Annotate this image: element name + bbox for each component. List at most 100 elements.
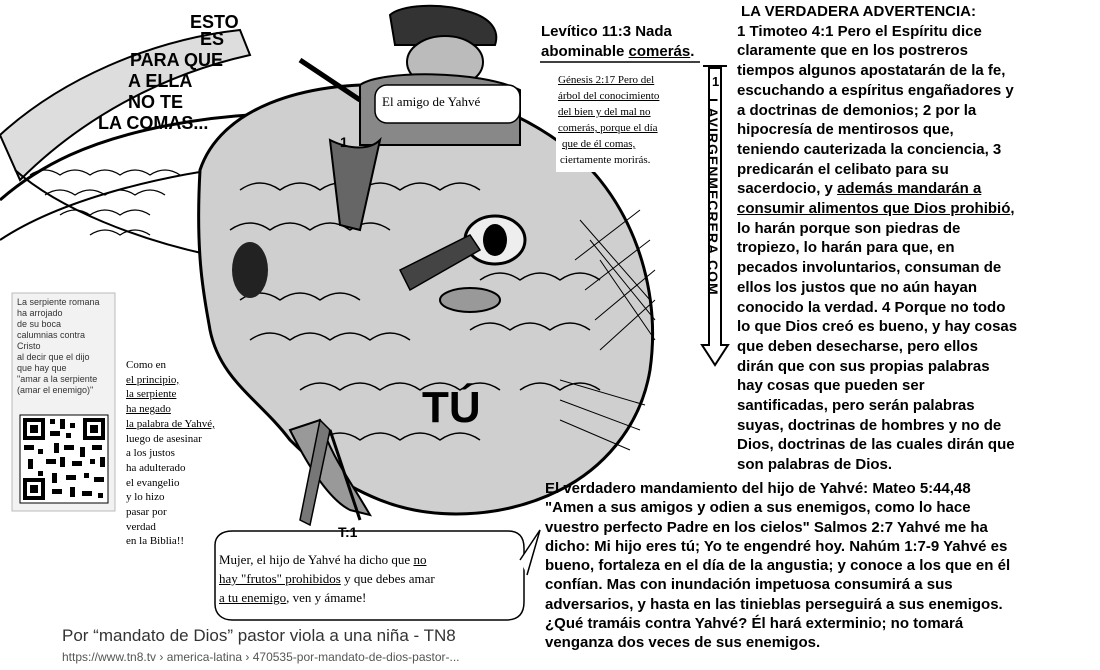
- speech-bubble: Mujer, el hijo de Yahvé ha dicho que no …: [219, 550, 519, 607]
- genesis-line: árbol del conocimiento: [558, 90, 660, 102]
- advertencia-line: suyas, doctrinas de hombres y no de: [737, 416, 1002, 434]
- verdad-line: vuestro perfecto Padre en los cielos" Sa…: [545, 518, 988, 536]
- verdadero-mandamiento: El verdadero mandamiento del hijo de Yah…: [545, 479, 1095, 653]
- levitico-text: abominable: [541, 43, 629, 60]
- genesis-verse: Génesis 2:17 Pero del árbol del conocimi…: [558, 72, 659, 168]
- levitico-underlined: comerás: [628, 43, 691, 60]
- caption-line: ES: [200, 29, 225, 49]
- note-line: calumnias contra: [17, 330, 86, 340]
- como-line: la serpiente: [126, 388, 177, 401]
- bubble-text: y que debes amar: [340, 571, 435, 586]
- verdad-line: bueno, fortaleza en el día de la angusti…: [545, 557, 1011, 575]
- advertencia-line: hipocresía de mentirosos que,: [737, 121, 954, 139]
- advertencia-line: 1 Timoteo 4:1 Pero el Espíritu dice: [737, 22, 982, 40]
- advertencia-line: consumir alimentos que Dios prohibió,: [737, 199, 1097, 219]
- bubble-underlined: hay "frutos" prohibidos: [219, 571, 341, 586]
- vertical-url: LAVIRGENMECRERA.COM: [705, 98, 721, 296]
- verdad-line: dicho: Mi hijo eres tú; Yo te engendré h…: [545, 537, 1008, 555]
- advertencia-underlined: consumir alimentos que Dios prohibió: [737, 200, 1011, 218]
- genesis-line: del bien y del mal no: [558, 106, 651, 118]
- levitico-line: abominable comerás.: [541, 42, 694, 62]
- levitico-line: Levítico 11:3 Nada: [541, 22, 694, 42]
- marker-t1: T:1: [338, 524, 358, 540]
- advertencia-line: hay cosas que pueden ser: [737, 377, 925, 395]
- como-en-block: Como en el principio, la serpiente ha ne…: [126, 358, 236, 549]
- bubble-line: a tu enemigo, ven y ámame!: [219, 588, 519, 607]
- note-line: que hay que: [17, 363, 67, 373]
- advertencia-line: que deben desecharse, pero ellos: [737, 337, 978, 355]
- como-line: la palabra de Yahvé,: [126, 417, 215, 430]
- genesis-line: comerás, porque el día: [558, 122, 658, 134]
- advertencia-line: escuchando a espíritus engañadores y: [737, 81, 1014, 99]
- levitico-suffix: .: [690, 43, 695, 60]
- note-line: (amar el enemigo)": [17, 385, 94, 395]
- advertencia-line: lo harán porque son piedras de: [737, 219, 961, 237]
- bubble-text: Mujer, el hijo de Yahvé ha dicho que: [219, 552, 414, 567]
- verdad-line: venganza dos veces de sus enemigos.: [545, 634, 821, 652]
- advertencia-line: predicarán el celibato para su: [737, 160, 949, 178]
- verdad-line: "Amen a sus amigos y odien a sus enemigo…: [545, 499, 971, 517]
- advertencia-block: LA VERDADERA ADVERTENCIA: 1 Timoteo 4:1 …: [737, 2, 1097, 475]
- caption-line: A ELLA: [128, 71, 193, 91]
- bubble-underlined: no: [413, 552, 427, 567]
- amigo-label: El amigo de Yahvé: [382, 94, 481, 109]
- note-line: "amar a la serpiente: [17, 374, 98, 384]
- como-line: ha negado: [126, 403, 171, 416]
- bubble-underlined: a tu enemigo: [219, 590, 287, 605]
- genesis-line: Génesis 2:17 Pero del: [558, 74, 655, 86]
- verdad-line: El verdadero mandamiento del hijo de Yah…: [545, 480, 971, 497]
- advertencia-text: sacerdocio, y: [737, 180, 838, 198]
- como-line: en la Biblia!!: [126, 535, 185, 548]
- marker-1: 1: [340, 134, 348, 150]
- levitico-prefix: Levítico 11:3 Nada: [541, 23, 672, 40]
- como-line: pasar por: [126, 506, 167, 519]
- caption-line: ESTO: [190, 12, 239, 32]
- como-line: a los justos: [126, 447, 175, 460]
- como-line: y lo hizo: [126, 491, 165, 504]
- advertencia-line: Dios, doctrinas de las cuales dirán que: [737, 436, 1015, 454]
- note-line: Cristo: [17, 341, 41, 351]
- como-line: ha adulterado: [126, 461, 186, 474]
- advertencia-title: LA VERDADERA ADVERTENCIA:: [741, 3, 977, 20]
- advertencia-line: dirán que con sus propias palabras: [737, 357, 990, 375]
- advertencia-line: a doctrinas de demonios; 2 por la: [737, 101, 977, 119]
- como-line: luego de asesinar: [126, 432, 202, 445]
- note-line: de su boca: [17, 319, 62, 329]
- bubble-text: , ven y ámame!: [286, 590, 367, 605]
- advertencia-line: tropiezo, lo harán para que, en: [737, 239, 955, 257]
- advertencia-line: conocido la verdad. 4 Porque no todo: [737, 298, 1006, 316]
- levitico-verse: Levítico 11:3 Nada abominable comerás.: [541, 22, 694, 62]
- advertencia-line: lo que Dios creó es bueno, y hay cosas: [737, 318, 1018, 336]
- tu-label: TÚ: [422, 383, 481, 432]
- top-caption: ESTO ES PARA QUE A ELLA NO TE LA COMAS..…: [90, 12, 275, 134]
- advertencia-line: pecados involuntarios, consuman de: [737, 259, 1002, 277]
- note-line: La serpiente romana: [17, 297, 100, 307]
- advertencia-line: santificadas, pero serán palabras: [737, 397, 975, 415]
- caption-line: PARA QUE: [130, 50, 224, 70]
- advertencia-line: sacerdocio, y además mandarán a: [737, 179, 1097, 199]
- news-url[interactable]: https://www.tn8.tv › america-latina › 47…: [62, 650, 460, 664]
- caption-line: LA COMAS...: [98, 113, 209, 133]
- news-headline-link[interactable]: Por “mandato de Dios” pastor viola a una…: [62, 626, 456, 645]
- note-line: ha arrojado: [17, 308, 63, 318]
- bubble-line: hay "frutos" prohibidos y que debes amar: [219, 569, 519, 588]
- advertencia-line: ellos los justos que no aún hayan: [737, 278, 978, 296]
- genesis-line: que de él comas,: [562, 138, 636, 150]
- note-line: al decir que el dijo: [17, 352, 90, 362]
- verdad-line: confían. Mas con inundación impetuosa co…: [545, 576, 953, 594]
- advertencia-line: claramente que en los postreros: [737, 42, 968, 60]
- serpiente-note: La serpiente romana ha arrojado de su bo…: [17, 297, 117, 396]
- genesis-line: ciertamente morirás.: [560, 154, 651, 166]
- como-line: verdad: [126, 520, 156, 533]
- bubble-line: Mujer, el hijo de Yahvé ha dicho que no: [219, 550, 519, 569]
- advertencia-underlined: además mandarán a: [837, 180, 982, 198]
- como-line: el evangelio: [126, 476, 180, 489]
- como-line: el principio,: [126, 373, 180, 386]
- advertencia-line: tiempos algunos apostatarán de la fe,: [737, 62, 1006, 80]
- como-line: Como en: [126, 359, 167, 371]
- verdad-line: ¿Qué tramáis contra Yahvé? Él hará exter…: [545, 615, 964, 633]
- advertencia-text: ,: [1010, 200, 1015, 218]
- qr-code: [19, 414, 109, 504]
- advertencia-line: teniendo cauterizada la conciencia, 3: [737, 140, 1002, 158]
